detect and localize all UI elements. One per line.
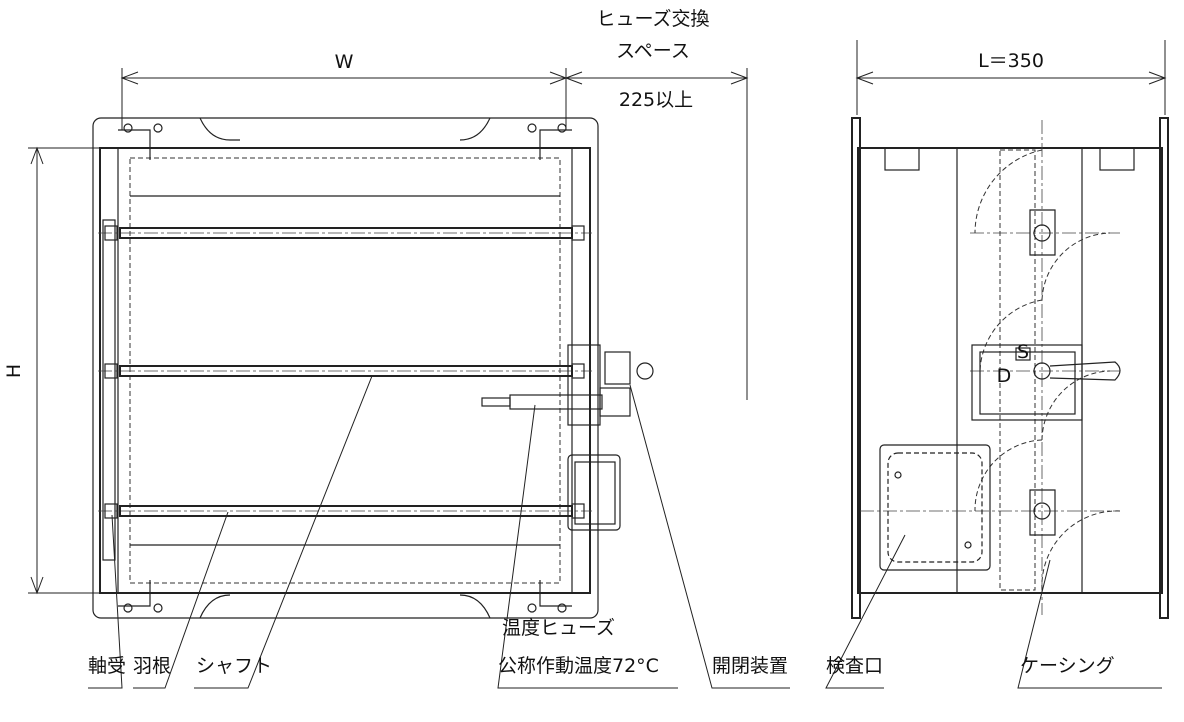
fuse-space-title-2: スペース [616, 40, 690, 62]
label-bearing: 軸受 [88, 655, 126, 677]
front-view [92, 117, 654, 619]
label-blade: 羽根 [133, 655, 171, 677]
d-mark: D [997, 365, 1012, 387]
height-label: H [3, 364, 25, 378]
fuse-space-dimension: ヒューズ交換 スペース 225以上 [564, 8, 749, 400]
length-label: L＝350 [978, 50, 1044, 72]
label-casing: ケーシング [1020, 655, 1115, 677]
label-inspection-port: 検査口 [826, 655, 883, 677]
label-fuse-temp: 公称作動温度72°C [498, 655, 659, 677]
fuse-space-value: 225以上 [619, 89, 693, 111]
label-shaft: シャフト [196, 655, 272, 677]
callouts: 軸受 羽根 シャフト 温度ヒューズ 公称作動温度72°C 開閉装置 検査口 ケー… [88, 375, 1162, 689]
height-dimension: H [3, 146, 120, 595]
label-fuse-title: 温度ヒューズ [502, 617, 615, 639]
s-mark: S [1017, 341, 1029, 363]
side-view: S D L＝350 [851, 40, 1169, 619]
label-opening-device: 開閉装置 [712, 655, 788, 677]
width-label: W [335, 51, 354, 73]
fuse-space-title-1: ヒューズ交換 [596, 8, 709, 30]
